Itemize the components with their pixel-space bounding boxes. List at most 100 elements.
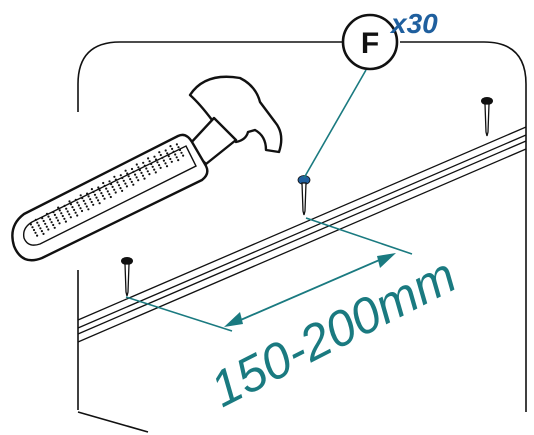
grip-texture bbox=[150, 162, 153, 166]
grip-texture bbox=[31, 226, 34, 229]
grip-texture bbox=[169, 157, 172, 161]
grip-texture bbox=[154, 158, 158, 161]
grip-texture bbox=[89, 198, 92, 201]
grip-texture bbox=[90, 188, 93, 191]
part-letter: F bbox=[361, 27, 379, 60]
grip-texture bbox=[108, 193, 111, 196]
grip-texture bbox=[132, 183, 135, 186]
grip-texture bbox=[53, 213, 57, 216]
board bbox=[77, 126, 527, 343]
grip-texture bbox=[66, 210, 69, 213]
grip-texture bbox=[53, 226, 56, 229]
grip-texture bbox=[110, 183, 113, 186]
grip-texture bbox=[34, 231, 37, 234]
grip-texture bbox=[86, 192, 89, 195]
grip-texture bbox=[36, 234, 39, 237]
grip-texture bbox=[109, 195, 112, 199]
grip-texture bbox=[140, 171, 143, 174]
grip-texture bbox=[76, 201, 79, 204]
grip-texture bbox=[73, 208, 76, 211]
dimension-extensions bbox=[125, 217, 413, 332]
grip-texture bbox=[93, 193, 97, 196]
grip-texture bbox=[124, 182, 127, 185]
grip-texture bbox=[92, 190, 95, 193]
grip-texture bbox=[69, 203, 73, 206]
grip-texture bbox=[68, 200, 71, 203]
grip-texture bbox=[114, 191, 117, 194]
grip-texture bbox=[29, 223, 32, 226]
grip-texture bbox=[55, 216, 58, 219]
grip-texture bbox=[130, 167, 134, 171]
grip-texture bbox=[130, 180, 133, 183]
grip-texture bbox=[134, 173, 137, 176]
grip-texture bbox=[170, 160, 173, 163]
grip-texture bbox=[69, 216, 72, 219]
grip-texture bbox=[76, 214, 79, 217]
grip-texture bbox=[180, 151, 183, 154]
grip-texture bbox=[71, 206, 74, 209]
grip-texture bbox=[58, 209, 61, 212]
grip-texture bbox=[64, 220, 67, 223]
grip-texture bbox=[177, 146, 180, 149]
grip-texture bbox=[65, 207, 68, 210]
grip-texture bbox=[36, 221, 39, 224]
grip-texture bbox=[44, 222, 47, 225]
grip-texture bbox=[105, 187, 108, 190]
grip-texture bbox=[167, 155, 170, 158]
grip-texture bbox=[164, 149, 167, 152]
grip-texture bbox=[142, 161, 145, 164]
nail-icon bbox=[297, 175, 311, 216]
grip-texture bbox=[147, 157, 150, 160]
grip-texture bbox=[138, 169, 141, 172]
grip-texture bbox=[122, 179, 125, 182]
grip-texture bbox=[154, 171, 157, 174]
dimension-arrow bbox=[224, 253, 396, 327]
grip-texture bbox=[106, 190, 109, 193]
grip-texture bbox=[114, 178, 117, 181]
grip-texture bbox=[63, 204, 66, 207]
grip-texture bbox=[113, 188, 116, 191]
grip-texture bbox=[68, 213, 71, 216]
grip-texture bbox=[49, 218, 52, 221]
grip-texture bbox=[164, 162, 167, 165]
grip-texture bbox=[119, 187, 122, 190]
grip-texture bbox=[161, 156, 164, 159]
grip-texture bbox=[97, 199, 100, 202]
panel-frame bbox=[77, 41, 527, 433]
grip-texture bbox=[158, 151, 161, 154]
grip-texture bbox=[81, 197, 84, 200]
nail-icon bbox=[121, 257, 133, 297]
grip-texture bbox=[143, 177, 146, 180]
grip-texture bbox=[111, 185, 114, 188]
grip-texture bbox=[32, 228, 36, 232]
grip-texture bbox=[37, 224, 40, 227]
grip-texture bbox=[56, 219, 60, 222]
grip-texture bbox=[87, 195, 90, 198]
grip-texture bbox=[50, 221, 53, 224]
grip-texture bbox=[74, 198, 77, 201]
grip-texture bbox=[95, 196, 98, 199]
grip-texture bbox=[129, 178, 132, 181]
grip-texture bbox=[80, 209, 84, 213]
grip-texture bbox=[145, 167, 148, 170]
grip-texture bbox=[45, 212, 49, 215]
grip-texture bbox=[58, 222, 61, 225]
grip-texture bbox=[90, 200, 93, 204]
grip-texture bbox=[171, 147, 174, 150]
grip-texture bbox=[151, 165, 154, 168]
grip-texture bbox=[159, 153, 162, 157]
grip-texture bbox=[137, 166, 140, 169]
grip-texture bbox=[175, 156, 178, 159]
callout-leader bbox=[303, 69, 367, 179]
hammer-icon bbox=[11, 75, 283, 262]
grip-texture bbox=[159, 166, 162, 169]
grip-texture bbox=[117, 184, 121, 187]
grip-texture bbox=[113, 175, 116, 178]
grip-texture bbox=[52, 211, 55, 214]
grip-texture bbox=[125, 185, 128, 188]
grip-texture bbox=[143, 164, 146, 167]
grip-texture bbox=[148, 160, 151, 163]
grip-texture bbox=[60, 212, 63, 215]
grip-texture bbox=[82, 199, 85, 202]
part-quantity: x30 bbox=[389, 8, 438, 39]
